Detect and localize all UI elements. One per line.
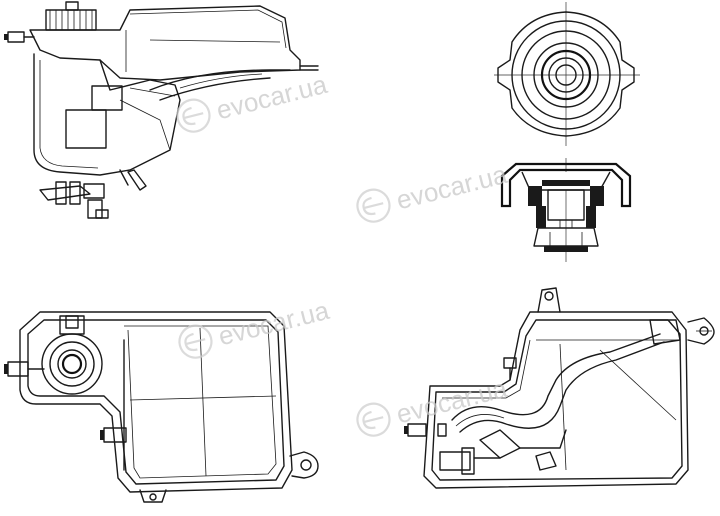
expansion-tank-side-view — [4, 1, 319, 219]
watermark-text: evocar.ua — [215, 295, 332, 352]
expansion-tank-top-view — [4, 311, 319, 503]
expansion-tank-front-view — [404, 287, 715, 489]
watermark-text: evocar.ua — [213, 69, 330, 126]
watermark-text: evocar.ua — [393, 159, 510, 216]
watermark: evocar.ua evocar.ua evocar.ua evocar.ua — [176, 69, 511, 437]
tank-cap-top-view — [494, 2, 640, 146]
tank-cap-section-view — [500, 158, 632, 262]
